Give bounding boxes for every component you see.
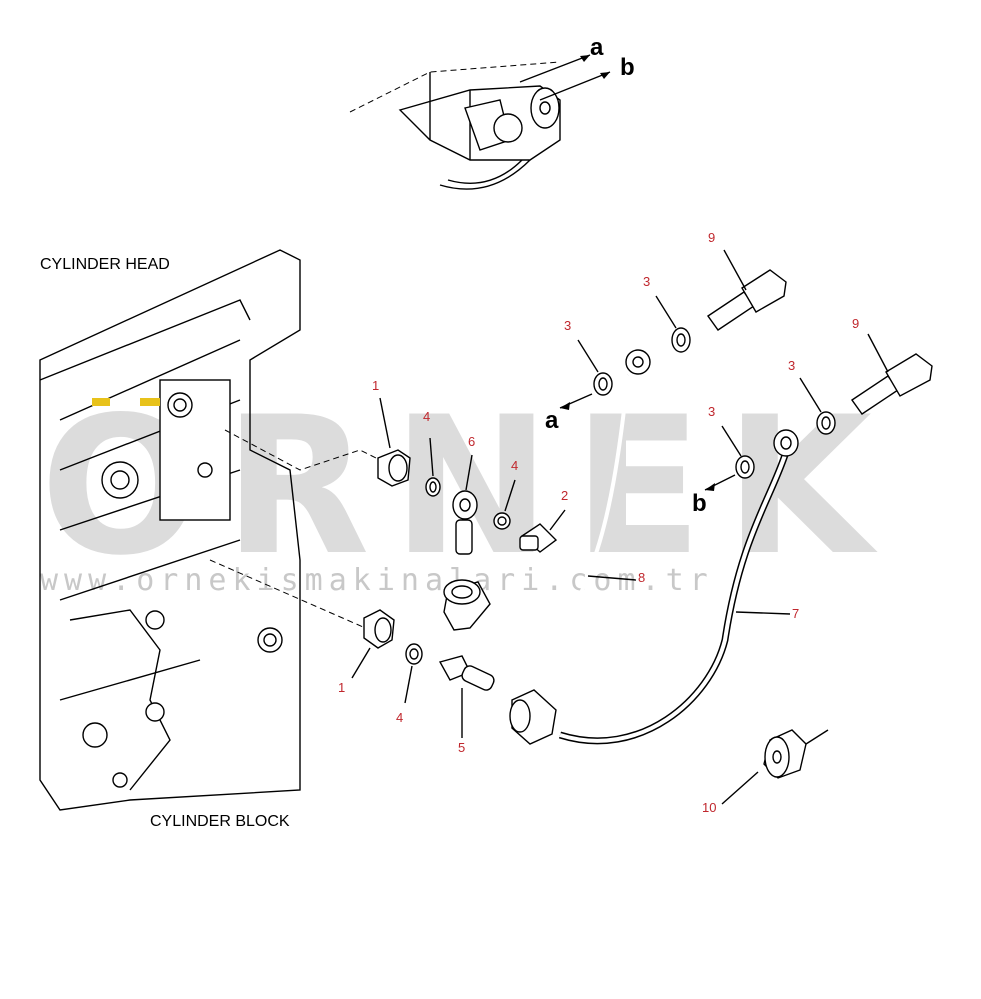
part-2-bolt	[519, 509, 566, 553]
callout-3-d: 3	[788, 358, 795, 373]
part-6-banjo	[452, 454, 478, 555]
part-5-adapter	[438, 655, 495, 738]
part-1-upper-plug	[377, 397, 411, 487]
arrow-tag-a-top: a	[590, 34, 604, 61]
arrow-tag-b-mid: b	[692, 490, 707, 517]
callout-3-c: 3	[708, 404, 715, 419]
part-7-pipe	[509, 429, 799, 745]
part-3-washers	[577, 295, 836, 479]
arrow-tag-a-mid: a	[545, 407, 559, 434]
cylinder-block-heading: CYLINDER BLOCK	[150, 813, 290, 830]
watermark-url: www.ornekismakinalari.com.tr	[40, 563, 714, 598]
callout-1-upper: 1	[372, 378, 379, 393]
part-4-washers	[404, 437, 516, 704]
callout-5: 5	[458, 740, 465, 755]
arrow-tag-b-top: b	[620, 54, 635, 81]
callout-9-upper: 9	[708, 230, 715, 245]
callout-8: 8	[638, 570, 645, 585]
part-8-pipe	[443, 349, 651, 645]
top-detail-view: a b	[349, 34, 635, 190]
callout-6: 6	[468, 434, 475, 449]
engine-block	[39, 249, 381, 811]
callout-4-lower: 4	[396, 710, 403, 725]
callout-1-lower: 1	[338, 680, 345, 695]
callouts: 1 1 2 3 3 3 3 4 4 4 5 6 7 8 9 9 10	[338, 230, 859, 815]
callout-4-upper: 4	[423, 409, 430, 424]
part-1-lower-plug	[351, 609, 395, 679]
callout-7: 7	[792, 606, 799, 621]
callout-3-a: 3	[564, 318, 571, 333]
mid-arrows: a b	[545, 393, 736, 517]
cylinder-head-heading: CYLINDER HEAD	[40, 256, 170, 273]
callout-10: 10	[702, 800, 716, 815]
part-9-bolts	[707, 249, 933, 415]
part-10-cap	[721, 729, 829, 805]
callout-9-lower: 9	[852, 316, 859, 331]
callout-4-mid: 4	[511, 458, 518, 473]
callout-2: 2	[561, 488, 568, 503]
callout-3-b: 3	[643, 274, 650, 289]
